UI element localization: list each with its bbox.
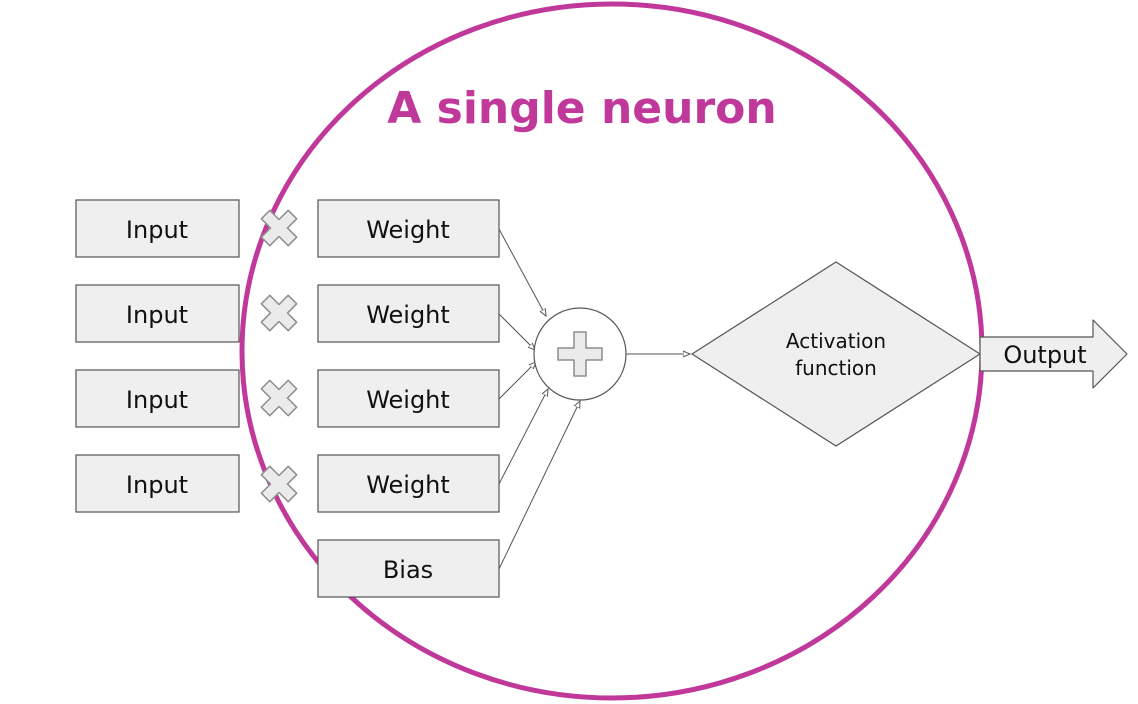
input-label: Input	[126, 386, 188, 414]
input-box: Input	[75, 369, 240, 428]
output-label: Output	[1003, 341, 1086, 369]
plus-icon	[557, 331, 603, 377]
bias-to-sum-connector	[498, 401, 580, 570]
output-arrow: Output	[979, 319, 1128, 389]
input-box: Input	[75, 284, 240, 343]
weight-box: Weight	[317, 284, 500, 343]
weight-box: Weight	[317, 369, 500, 428]
weight-label: Weight	[366, 301, 450, 329]
input-label: Input	[126, 471, 188, 499]
weight-to-sum-connector	[498, 313, 535, 350]
activation-function-node: Activation function	[690, 261, 982, 447]
input-box: Input	[75, 454, 240, 513]
multiply-icon	[260, 294, 298, 332]
bias-label: Bias	[383, 556, 433, 584]
activation-label-line2: function	[795, 356, 877, 380]
weight-to-sum-connector	[498, 228, 546, 316]
weight-label: Weight	[366, 216, 450, 244]
input-label: Input	[126, 216, 188, 244]
multiply-icon	[260, 209, 298, 247]
multiply-icon	[260, 379, 298, 417]
weight-box: Weight	[317, 454, 500, 513]
multiply-icon	[260, 465, 298, 503]
activation-label-line1: Activation	[786, 329, 886, 353]
bias-box: Bias	[317, 539, 500, 598]
weight-box: Weight	[317, 199, 500, 258]
weight-to-sum-connector	[498, 362, 536, 400]
input-label: Input	[126, 301, 188, 329]
weight-label: Weight	[366, 386, 450, 414]
weight-label: Weight	[366, 471, 450, 499]
input-box: Input	[75, 199, 240, 258]
weight-to-sum-connector	[498, 389, 548, 485]
diagram-title: A single neuron	[387, 83, 776, 134]
